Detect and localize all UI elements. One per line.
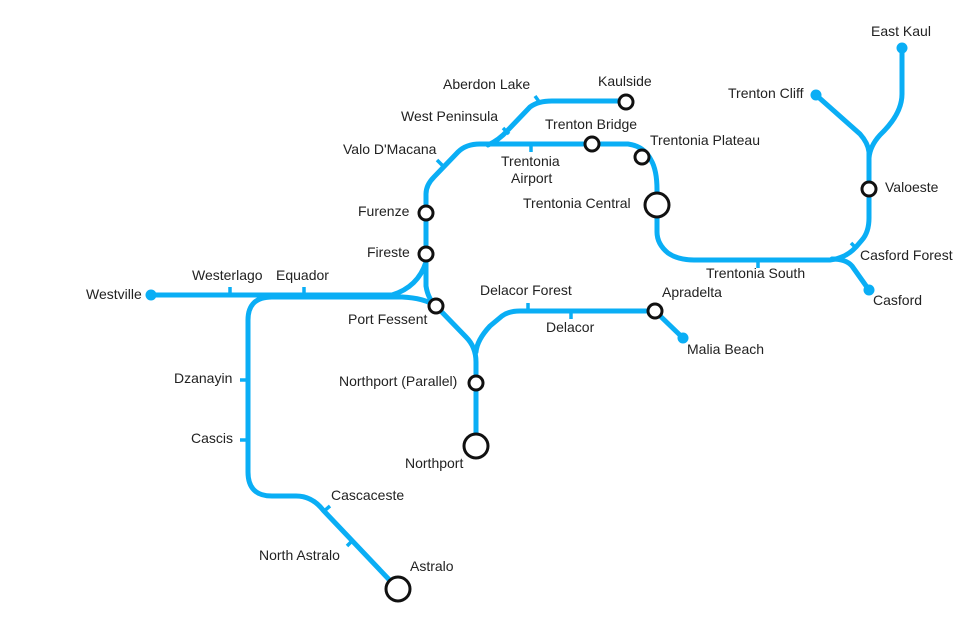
station-dot-casford[interactable] (863, 284, 875, 296)
label-port-fessent: Port Fessent (348, 311, 427, 327)
terminal-dots (145, 42, 908, 344)
station-circle-northport[interactable] (462, 432, 490, 460)
label-trenton-cliff: Trenton Cliff (728, 85, 804, 101)
label-trentonia-plateau: Trentonia Plateau (650, 132, 760, 148)
station-dot-malia-beach[interactable] (677, 332, 689, 344)
label-trentonia-central: Trentonia Central (523, 195, 631, 211)
label-north-astralo: North Astralo (259, 547, 340, 563)
station-circle-furenze[interactable] (417, 204, 435, 222)
label-trentonia-airport-1: Trentonia (501, 153, 560, 169)
line-east-kaul (866, 45, 905, 161)
line-trenton-cliff (813, 92, 872, 173)
station-circle-port-fessent[interactable] (427, 297, 445, 315)
station-circle-fireste[interactable] (417, 245, 435, 263)
label-trentonia-south: Trentonia South (706, 265, 805, 281)
label-east-kaul: East Kaul (871, 23, 931, 39)
label-cascaceste: Cascaceste (331, 487, 404, 503)
label-trenton-bridge: Trenton Bridge (545, 116, 637, 132)
station-ticks (228, 94, 859, 548)
label-fireste: Fireste (367, 244, 410, 260)
station-dot-trenton-cliff[interactable] (810, 89, 822, 101)
label-valo-dmacana: Valo D'Macana (343, 141, 437, 157)
station-circle-trentonia-plateau[interactable] (633, 148, 651, 166)
station-circle-trenton-bridge[interactable] (583, 135, 601, 153)
label-casford-forest: Casford Forest (860, 247, 953, 263)
label-aberdon-lake: Aberdon Lake (443, 76, 530, 92)
label-delacor-forest: Delacor Forest (480, 282, 572, 298)
label-northport-parallel: Northport (Parallel) (339, 373, 457, 389)
line-delacor (473, 308, 686, 355)
label-dzanayin: Dzanayin (174, 370, 232, 386)
line-port-fessent-northport (433, 303, 479, 449)
line-casford (829, 256, 872, 293)
label-westerlago: Westerlago (192, 267, 263, 283)
station-circle-valoeste[interactable] (860, 180, 878, 198)
tick-aberdon-lake (533, 94, 542, 105)
label-west-peninsula: West Peninsula (401, 108, 498, 124)
label-astralo: Astralo (410, 558, 454, 574)
station-labels: Westville Westerlago Equador Dzanayin Ca… (86, 23, 953, 574)
label-furenze: Furenze (358, 203, 410, 219)
tick-cascaceste (321, 504, 332, 514)
tick-west-peninsula (501, 126, 511, 136)
station-circle-northport-parallel[interactable] (467, 374, 485, 392)
label-kaulside: Kaulside (598, 73, 652, 89)
label-casford: Casford (873, 292, 922, 308)
station-circle-kaulside[interactable] (617, 93, 635, 111)
label-valoeste: Valoeste (885, 179, 939, 195)
station-circle-trentonia-central[interactable] (643, 191, 671, 219)
tick-north-astralo (345, 538, 355, 548)
label-cascis: Cascis (191, 430, 233, 446)
line-astralo (245, 294, 439, 592)
station-dot-westville[interactable] (145, 289, 157, 301)
label-northport: Northport (405, 455, 463, 471)
tick-casford-forest (849, 241, 859, 251)
line-kaulside (485, 98, 629, 148)
label-westville: Westville (86, 286, 142, 302)
label-trentonia-airport-2: Airport (511, 170, 552, 186)
label-apradelta: Apradelta (662, 284, 722, 300)
station-circle-astralo[interactable] (384, 575, 412, 603)
station-circles (384, 93, 878, 603)
station-dot-east-kaul[interactable] (896, 42, 908, 54)
station-circle-apradelta[interactable] (646, 302, 664, 320)
label-malia-beach: Malia Beach (687, 341, 764, 357)
label-equador: Equador (276, 267, 329, 283)
route-lines (148, 45, 905, 592)
tick-valo-dmacana (435, 158, 445, 168)
label-delacor: Delacor (546, 319, 595, 335)
